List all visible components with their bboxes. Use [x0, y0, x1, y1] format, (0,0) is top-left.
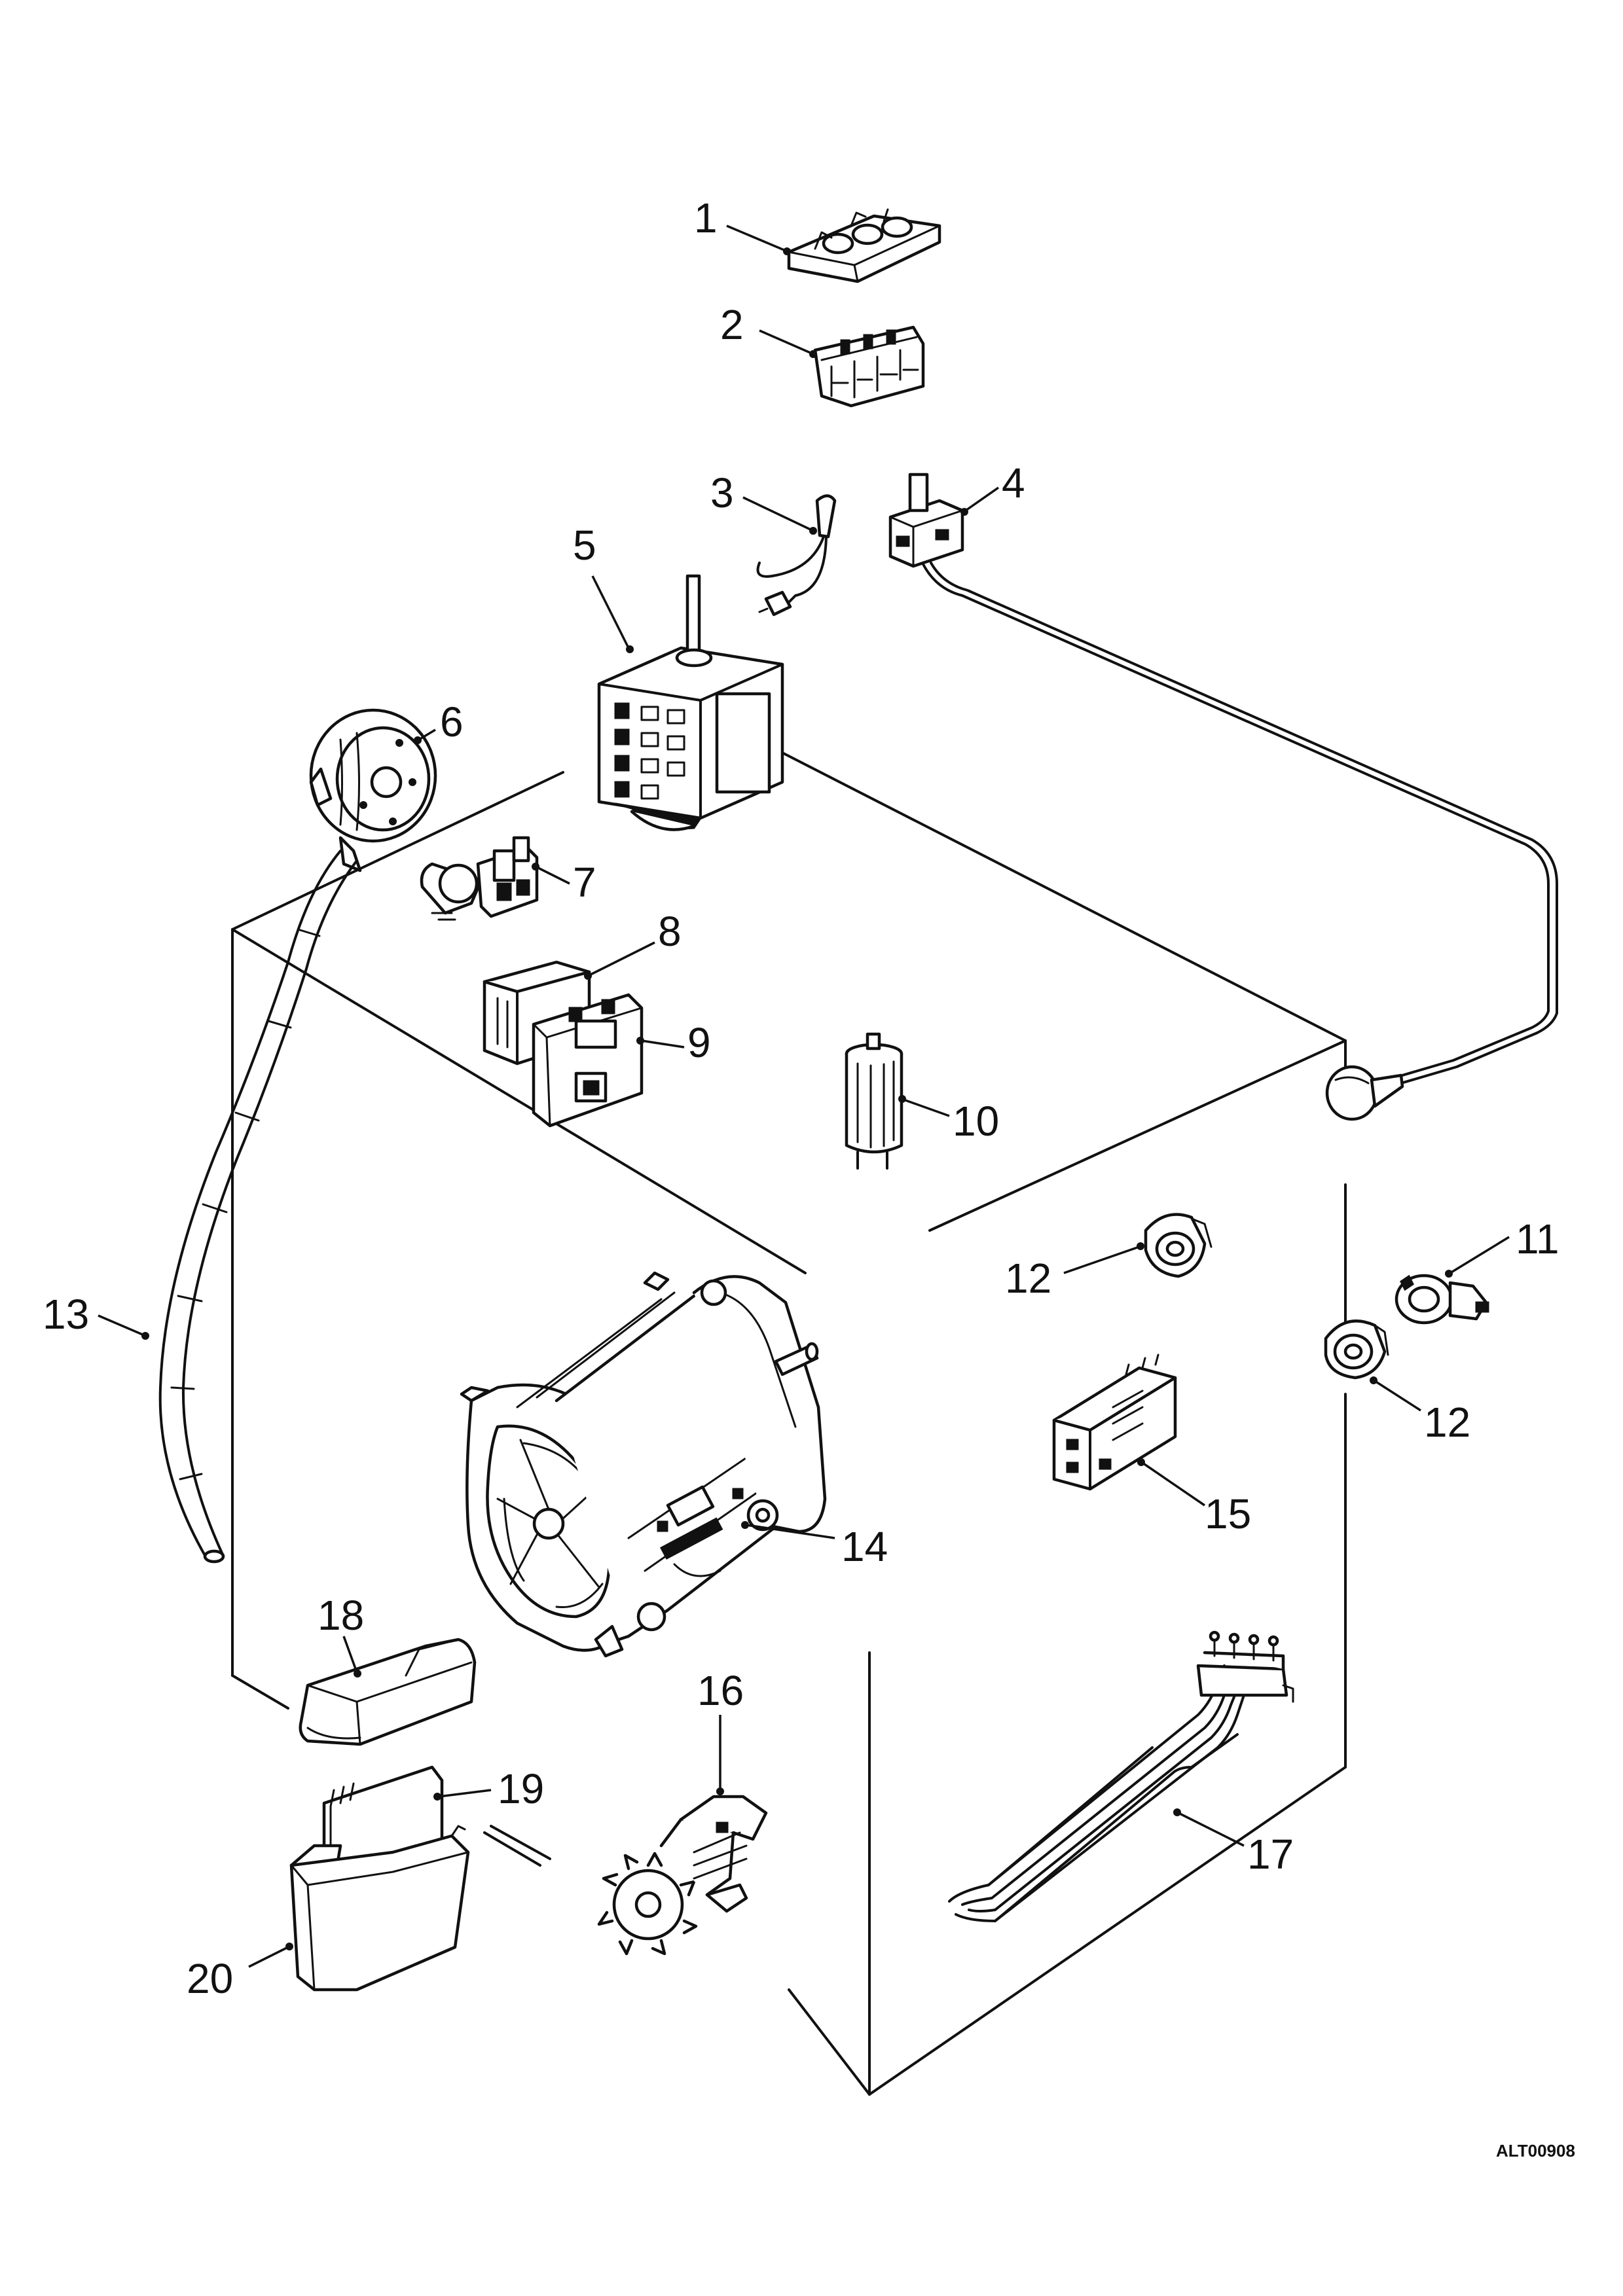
- callout-labels: 1 2 3 4 5 6 7 8 9 10 11 12 12 13 14 15 1…: [43, 194, 1559, 2002]
- label-9: 9: [687, 1019, 711, 1066]
- label-7: 7: [573, 859, 596, 906]
- part-9-relay-board: [532, 993, 644, 1128]
- part-17-heating-element: [948, 1630, 1294, 1922]
- label-16: 16: [697, 1667, 744, 1714]
- part-13-drain-hose: [158, 850, 358, 1564]
- label-15: 15: [1205, 1490, 1251, 1537]
- part-6-drain-pump: [309, 708, 437, 872]
- label-2: 2: [720, 301, 744, 348]
- label-11: 11: [1516, 1215, 1559, 1263]
- part-2-terminal-block: [813, 325, 925, 408]
- part-11-thermostat: [1395, 1274, 1489, 1325]
- label-8: 8: [658, 908, 682, 955]
- part-18-dispenser-lid: [299, 1638, 477, 1746]
- label-6: 6: [440, 698, 464, 745]
- part-3-temperature-sensor: [756, 494, 837, 617]
- label-12-lower: 12: [1424, 1399, 1470, 1446]
- part-15-door-lock: [1052, 1354, 1177, 1491]
- label-17: 17: [1247, 1831, 1294, 1878]
- alignment-dash: [483, 1831, 541, 1867]
- label-14: 14: [841, 1523, 888, 1570]
- part-20-drawer: [289, 1825, 470, 1992]
- label-10: 10: [953, 1098, 999, 1145]
- label-3: 3: [710, 469, 734, 516]
- label-12-upper: 12: [1005, 1255, 1051, 1302]
- label-4: 4: [1002, 459, 1025, 507]
- part-4-pressure-switch: [888, 473, 1558, 1121]
- label-20: 20: [187, 1955, 233, 2002]
- cabinet-outline: [231, 748, 1347, 2096]
- label-13: 13: [43, 1291, 89, 1338]
- label-1: 1: [694, 194, 718, 242]
- leader-lines: [98, 224, 1510, 1968]
- part-1-terminal-cover: [787, 208, 941, 283]
- reference-code: ALT00908: [1496, 2141, 1575, 2161]
- part-10-capacitor: [845, 1032, 903, 1170]
- part-7-inlet-valve: [420, 836, 539, 921]
- label-5: 5: [573, 522, 596, 569]
- part-16-tacho-fan: [597, 1795, 768, 1956]
- label-19: 19: [498, 1765, 544, 1812]
- part-12-upper-bearing: [1144, 1213, 1213, 1278]
- part-5-programme-timer: [597, 574, 784, 831]
- label-18: 18: [318, 1592, 364, 1639]
- part-12-lower-bearing: [1324, 1319, 1389, 1380]
- part-14-motor: [460, 1271, 827, 1658]
